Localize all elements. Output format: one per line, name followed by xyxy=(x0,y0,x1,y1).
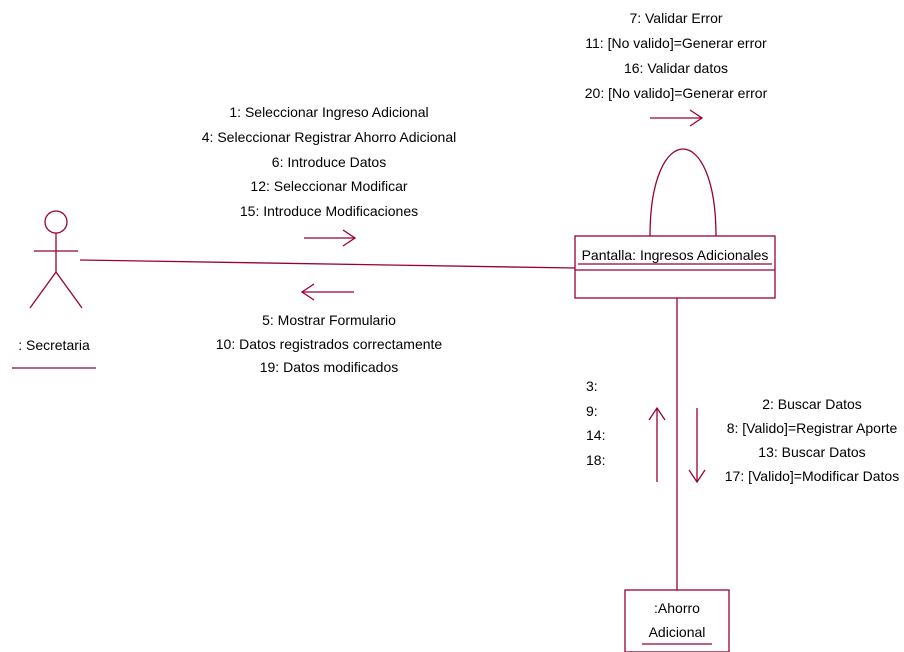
self-message: 16: Validar datos xyxy=(624,60,728,76)
object-ahorro-adicional[interactable]: :Ahorro Adicional xyxy=(624,589,730,652)
message-to-ahorro: 17: [Valido]=Modificar Datos xyxy=(725,468,899,484)
message-from-ahorro: 14: xyxy=(586,427,605,443)
object-pantalla[interactable]: Pantalla: Ingresos Adicionales xyxy=(574,235,776,299)
self-message: 11: [No valido]=Generar error xyxy=(585,35,767,51)
arrow-left-icon xyxy=(300,283,354,301)
pantalla-label: Pantalla: Ingresos Adicionales xyxy=(582,247,769,263)
message-to-pantalla: 6: Introduce Datos xyxy=(272,154,386,170)
actor-secretaria[interactable]: : Secretaria xyxy=(12,210,96,369)
arrow-down-icon xyxy=(688,408,706,484)
message-from-ahorro: 9: xyxy=(586,403,598,419)
ahorro-box xyxy=(624,589,730,652)
messages-to-pantalla-group: 1: Seleccionar Ingreso Adicional 4: Sele… xyxy=(202,104,456,247)
messages-from-ahorro-group: 3: 9: 14: 18: xyxy=(586,378,666,482)
message-to-ahorro: 2: Buscar Datos xyxy=(762,396,862,412)
message-to-ahorro: 8: [Valido]=Registrar Aporte xyxy=(727,420,898,436)
self-message: 7: Validar Error xyxy=(629,10,722,26)
pantalla-box xyxy=(574,235,776,299)
message-to-secretaria: 5: Mostrar Formulario xyxy=(262,312,396,328)
message-to-pantalla: 1: Seleccionar Ingreso Adicional xyxy=(229,104,428,120)
ahorro-label-line2: Adicional xyxy=(649,624,706,640)
arrow-right-icon xyxy=(650,109,704,127)
message-to-pantalla: 15: Introduce Modificaciones xyxy=(240,203,418,219)
message-to-pantalla: 12: Seleccionar Modificar xyxy=(250,178,408,194)
message-to-ahorro: 13: Buscar Datos xyxy=(758,444,865,460)
actor-left-leg xyxy=(29,271,57,309)
arrow-right-icon xyxy=(304,229,357,247)
actor-label: : Secretaria xyxy=(18,337,90,353)
message-from-ahorro: 18: xyxy=(586,452,605,468)
actor-head xyxy=(44,210,68,234)
messages-to-secretaria-group: 5: Mostrar Formulario 10: Datos registra… xyxy=(216,283,443,375)
actor-right-leg xyxy=(55,271,83,309)
self-message-group: 7: Validar Error 11: [No valido]=Generar… xyxy=(585,10,768,127)
ahorro-label-line1: :Ahorro xyxy=(654,600,700,616)
self-message: 20: [No valido]=Generar error xyxy=(585,85,768,101)
message-to-pantalla: 4: Seleccionar Registrar Ahorro Adiciona… xyxy=(202,129,456,145)
message-to-secretaria: 19: Datos modificados xyxy=(260,359,399,375)
link-secretaria-pantalla xyxy=(79,259,576,269)
messages-to-ahorro-group: 2: Buscar Datos 8: [Valido]=Registrar Ap… xyxy=(688,396,899,484)
message-to-secretaria: 10: Datos registrados correctamente xyxy=(216,336,443,352)
self-loop-link xyxy=(649,148,717,237)
message-from-ahorro: 3: xyxy=(586,378,598,394)
arrow-up-icon xyxy=(648,406,666,482)
